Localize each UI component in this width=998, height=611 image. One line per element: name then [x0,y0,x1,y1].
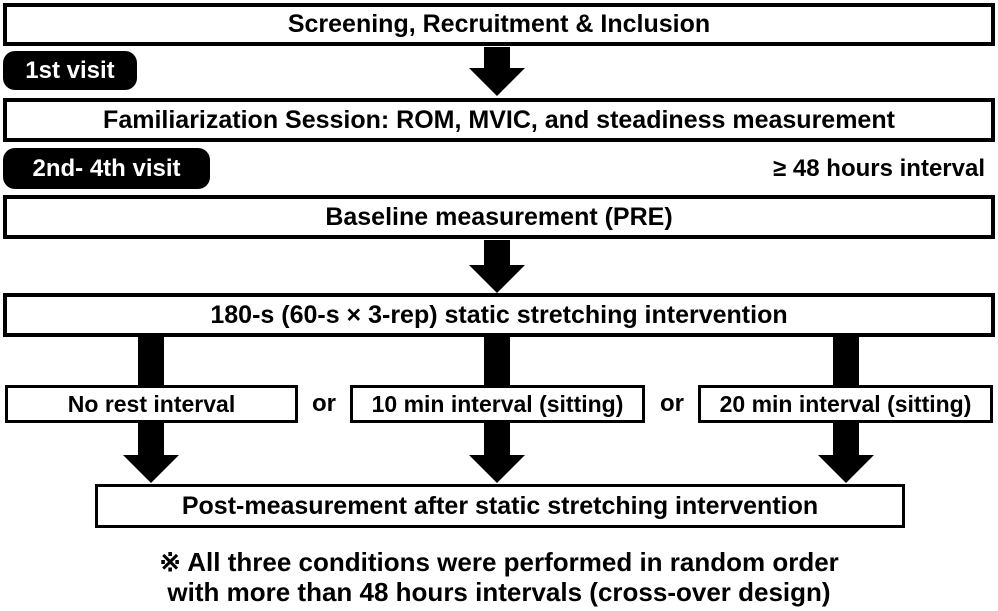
box-post-measurement: Post-measurement after static stretching… [95,484,905,528]
footnote-line-2: with more than 48 hours intervals (cross… [167,577,831,607]
box-condition-no-rest-label: No rest interval [67,390,236,417]
interval-note: ≥ 48 hours interval [773,155,985,182]
arrow-shaft [484,423,510,455]
connector-bar [833,337,859,387]
box-familiarization-label: Familiarization Session: ROM, MVIC, and … [103,105,895,134]
box-intervention-label: 180-s (60-s × 3-rep) static stretching i… [210,300,788,329]
box-condition-10min-label: 10 min interval (sitting) [371,390,624,417]
box-post-measurement-label: Post-measurement after static stretching… [181,491,819,520]
arrow-shaft [484,47,510,68]
arrow-shaft [484,240,510,265]
arrow-shaft [138,423,164,455]
badge-first-visit-label: 1st visit [25,56,115,84]
or-separator: or [660,390,684,417]
footnote-line-1: ※ All three conditions were performed in… [159,547,839,577]
connector-bar [138,337,164,387]
or-separator: or [312,390,336,417]
badge-second-fourth-visit: 2nd- 4th visit [3,148,210,189]
badge-first-visit: 1st visit [3,51,137,90]
connector-bar [484,337,510,387]
box-condition-20min: 20 min interval (sitting) [698,385,993,423]
arrow-head [469,455,525,483]
arrow-down-icon [469,240,525,293]
box-condition-10min: 10 min interval (sitting) [350,385,645,423]
arrow-head [123,455,179,483]
arrow-down-icon [818,423,874,483]
box-baseline-label: Baseline measurement (PRE) [325,202,673,231]
arrow-down-icon [469,47,525,96]
arrow-down-icon [469,423,525,483]
box-screening-label: Screening, Recruitment & Inclusion [287,10,711,38]
arrow-head [469,265,525,293]
arrow-down-icon [123,423,179,483]
badge-second-fourth-visit-label: 2nd- 4th visit [32,154,181,182]
box-screening: Screening, Recruitment & Inclusion [3,3,995,46]
arrow-shaft [833,423,859,455]
box-condition-no-rest: No rest interval [5,385,298,423]
arrow-head [818,455,874,483]
arrow-head [469,68,525,96]
box-intervention: 180-s (60-s × 3-rep) static stretching i… [3,293,995,337]
box-baseline: Baseline measurement (PRE) [3,195,995,239]
box-condition-20min-label: 20 min interval (sitting) [719,390,972,417]
box-familiarization: Familiarization Session: ROM, MVIC, and … [3,98,995,142]
